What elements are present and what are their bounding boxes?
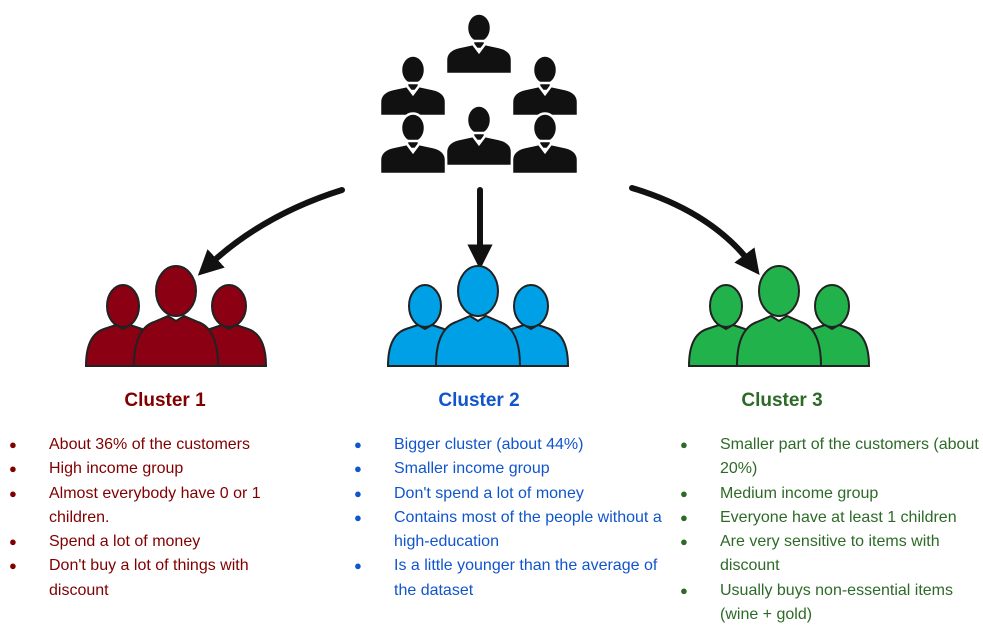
- bullet-icon: ●: [354, 558, 362, 574]
- list-item-text: High income group: [49, 460, 184, 478]
- list-item: ● Don't buy a lot of things with discount: [9, 554, 309, 603]
- cluster-3-title: Cluster 3: [741, 390, 823, 411]
- cluster-2-title: Cluster 2: [438, 390, 520, 411]
- bullet-icon: ●: [9, 534, 17, 550]
- list-item-text: Bigger cluster (about 44%): [394, 436, 584, 453]
- list-item: ● Bigger cluster (about 44%): [354, 433, 674, 457]
- cluster-1-icon: [85, 265, 267, 367]
- cluster-3-traits: ● Smaller part of the customers (about 20…: [680, 433, 980, 627]
- bullet-icon: ●: [9, 558, 17, 574]
- bullet-icon: ●: [680, 582, 688, 598]
- list-item-text: Everyone have at least 1 children: [720, 508, 957, 526]
- bullet-icon: ●: [354, 437, 362, 452]
- list-item: ● Everyone have at least 1 children: [680, 506, 980, 530]
- list-item-text: Is a little younger than the average of …: [394, 557, 658, 599]
- list-item: ● Spend a lot of money: [9, 530, 309, 554]
- list-item: ● Is a little younger than the average of…: [354, 554, 674, 603]
- bullet-icon: ●: [680, 485, 688, 501]
- bullet-icon: ●: [354, 461, 362, 477]
- list-item-text: Almost everybody have 0 or 1 children.: [49, 484, 261, 526]
- list-item-text: Smaller income group: [394, 460, 550, 478]
- bullet-icon: ●: [680, 509, 688, 525]
- list-item: ● Almost everybody have 0 or 1 children.: [9, 482, 309, 531]
- cluster-1-title: Cluster 1: [124, 390, 206, 411]
- bullet-icon: ●: [9, 485, 17, 501]
- population-icon: [378, 12, 580, 176]
- list-item: ● Contains most of the people without a h…: [354, 506, 674, 555]
- list-item-text: Medium income group: [720, 484, 879, 502]
- list-item-text: Spend a lot of money: [49, 533, 201, 551]
- list-item-text: Don't buy a lot of things with discount: [49, 557, 249, 599]
- cluster-3-icon: [688, 265, 870, 367]
- bullet-icon: ●: [354, 509, 362, 525]
- list-item: ● High income group: [9, 457, 309, 481]
- list-item: ● Medium income group: [680, 482, 980, 506]
- list-item: ● Usually buys non-essential items (wine …: [680, 579, 980, 628]
- list-item-text: Are very sensitive to items with discoun…: [720, 533, 940, 575]
- list-item: ● Smaller part of the customers (about 20…: [680, 433, 980, 482]
- list-item: ● Don't spend a lot of money: [354, 482, 674, 506]
- bullet-icon: ●: [9, 437, 17, 452]
- cluster-1-traits: ● About 36% of the customers ● High income…: [9, 433, 309, 603]
- list-item: ● About 36% of the customers: [9, 433, 309, 457]
- bullet-icon: ●: [354, 485, 362, 501]
- cluster-2-traits: ● Bigger cluster (about 44%) ● Smaller inc…: [354, 433, 674, 603]
- list-item-text: About 36% of the customers: [49, 436, 250, 453]
- list-item: ● Smaller income group: [354, 457, 674, 481]
- list-item-text: Smaller part of the customers (about 20%…: [720, 436, 979, 478]
- cluster-2-icon: [387, 265, 569, 367]
- bullet-icon: ●: [680, 437, 688, 452]
- list-item-text: Usually buys non-essential items (wine +…: [720, 581, 953, 624]
- bullet-icon: ●: [680, 534, 688, 550]
- bullet-icon: ●: [9, 461, 17, 477]
- arrow-to-cluster-1: [197, 187, 345, 276]
- list-item: ● Are very sensitive to items with discou…: [680, 530, 980, 579]
- flow-arrows: [197, 185, 760, 276]
- list-item-text: Don't spend a lot of money: [394, 484, 584, 502]
- arrow-to-cluster-3: [629, 185, 760, 276]
- list-item-text: Contains most of the people without a hi…: [394, 508, 662, 551]
